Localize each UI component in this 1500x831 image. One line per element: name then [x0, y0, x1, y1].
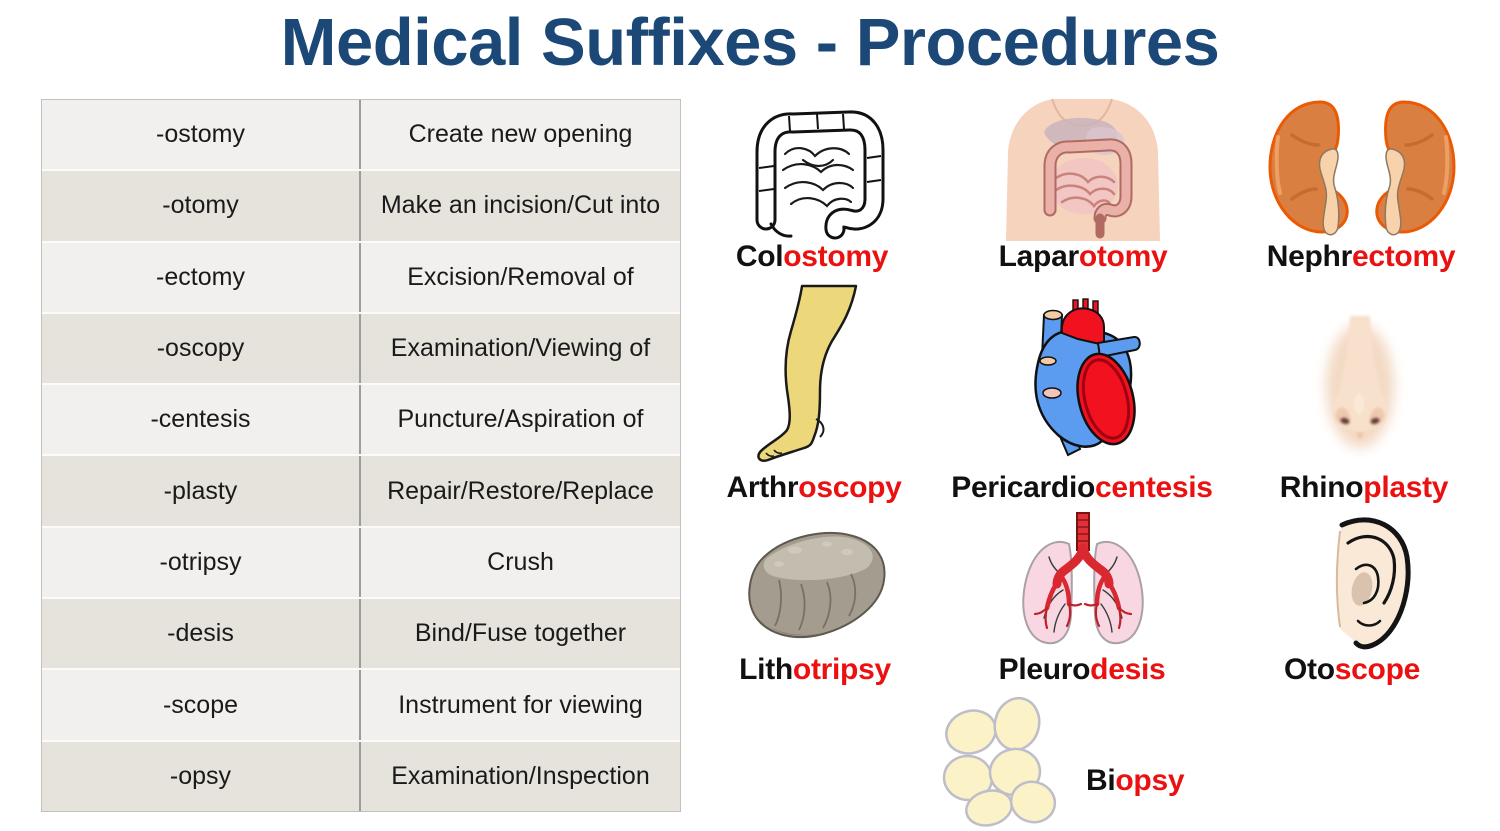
meaning-cell: Repair/Restore/Replace [361, 456, 680, 526]
label-pericardiocentesis: Pericardiocentesis [951, 471, 1213, 505]
label-suffix: ostomy [783, 240, 889, 273]
label-prefix: Pericardio [951, 471, 1096, 504]
table-row: -ostomy Create new opening [42, 100, 680, 172]
label-prefix: Nephr [1266, 240, 1352, 273]
meaning-cell: Crush [361, 527, 680, 598]
label-prefix: Col [735, 240, 784, 273]
heart-illustration [1034, 298, 1141, 457]
meaning-cell: Excision/Removal of [361, 242, 680, 312]
table-row: -centesis Puncture/Aspiration of [42, 385, 680, 457]
label-suffix: ectomy [1351, 240, 1456, 273]
table-row: -plasty Repair/Restore/Replace [42, 456, 680, 528]
nose-illustration [1326, 316, 1394, 448]
label-otoscope: Otoscope [1284, 653, 1420, 687]
suffix-cell: -centesis [42, 385, 361, 455]
suffix-cell: -ostomy [42, 100, 361, 170]
label-arthroscopy: Arthroscopy [726, 471, 901, 505]
label-suffix: scope [1334, 653, 1421, 686]
suffix-cell: -ectomy [42, 242, 361, 312]
label-suffix: otripsy [792, 653, 891, 686]
lungs-illustration [1022, 512, 1144, 645]
label-suffix: centesis [1095, 471, 1213, 504]
kidneys-illustration [1268, 100, 1456, 237]
label-biopsy: Biopsy [1086, 764, 1185, 798]
suffix-cell: -plasty [42, 456, 361, 526]
abdomen-illustration [1006, 98, 1160, 241]
suffix-cell: -scope [42, 670, 361, 740]
label-prefix: Lith [739, 653, 793, 686]
ear-illustration [1335, 517, 1411, 650]
table-row: -otripsy Crush [42, 527, 680, 600]
label-colostomy: Colostomy [735, 240, 889, 274]
leg-illustration [757, 284, 858, 462]
label-suffix: oscopy [798, 471, 902, 504]
meaning-cell: Make an incision/Cut into [361, 171, 680, 241]
label-nephrectomy: Nephrectomy [1266, 240, 1456, 274]
suffix-table: -ostomy Create new opening -otomy Make a… [41, 99, 681, 812]
table-row: -desis Bind/Fuse together [42, 599, 680, 671]
meaning-cell: Puncture/Aspiration of [361, 385, 680, 455]
suffix-cell: -oscopy [42, 313, 361, 384]
meaning-cell: Examination/Viewing of [361, 313, 680, 384]
suffix-cell: -desis [42, 599, 361, 669]
table-row: -ectomy Excision/Removal of [42, 242, 680, 314]
fat-cells-illustration [942, 696, 1057, 827]
meaning-cell: Bind/Fuse together [361, 599, 680, 669]
suffix-cell: -otripsy [42, 527, 361, 598]
meaning-cell: Instrument for viewing [361, 670, 680, 740]
page-title: Medical Suffixes - Procedures [280, 5, 1220, 80]
label-suffix: otomy [1078, 240, 1168, 273]
suffix-cell: -opsy [42, 741, 361, 811]
label-prefix: Lapar [998, 240, 1080, 273]
label-prefix: Oto [1284, 653, 1335, 686]
table-row: -otomy Make an incision/Cut into [42, 171, 680, 243]
label-prefix: Bi [1086, 764, 1116, 797]
label-laparotomy: Laparotomy [999, 240, 1168, 274]
table-row: -oscopy Examination/Viewing of [42, 313, 680, 386]
suffix-cell: -otomy [42, 171, 361, 241]
label-rhinoplasty: Rhinoplasty [1279, 471, 1449, 505]
meaning-cell: Examination/Inspection [361, 741, 680, 811]
label-prefix: Rhino [1279, 471, 1364, 504]
colon-illustration [755, 110, 885, 240]
table-row: -opsy Examination/Inspection [42, 741, 680, 811]
label-suffix: desis [1090, 653, 1166, 686]
label-prefix: Pleuro [998, 653, 1091, 686]
label-pleurodesis: Pleurodesis [999, 653, 1166, 687]
meaning-cell: Create new opening [361, 100, 680, 170]
label-prefix: Arthr [726, 471, 799, 504]
label-suffix: opsy [1115, 764, 1185, 797]
label-lithotripsy: Lithotripsy [739, 653, 891, 687]
label-suffix: plasty [1363, 471, 1449, 504]
rock-illustration [748, 532, 886, 638]
table-row: -scope Instrument for viewing [42, 670, 680, 742]
